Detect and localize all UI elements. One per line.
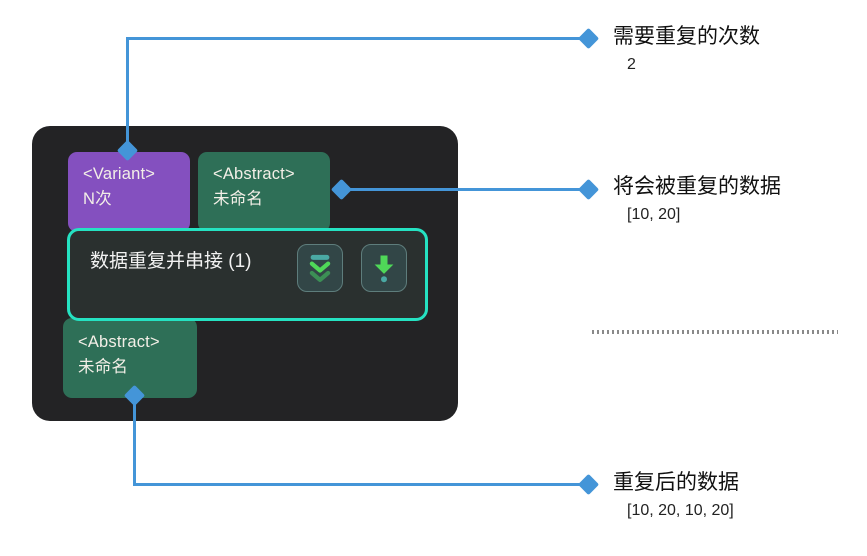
arrow-down-dot-icon [369,252,399,284]
annotation-title: 将会被重复的数据 [613,175,781,198]
collapse-node-button[interactable] [297,244,343,292]
annotation-repeat-count: 需要重复的次数 2 [613,25,760,74]
connector-line-repeat-count-horizontal [126,37,584,40]
port-type-label: <Abstract> [78,333,160,351]
annotation-value: [10, 20] [627,206,681,223]
port-type-label: <Variant> [83,165,156,183]
input-port-repeat-count[interactable]: <Variant> N次 [68,152,190,232]
diamond-marker-annotation-input-data [577,178,600,201]
port-name-label: N次 [83,190,112,208]
annotation-output-data: 重复后的数据 [10, 20, 10, 20] [613,471,739,520]
output-port-data[interactable]: <Abstract> 未命名 [63,318,197,398]
connector-line-repeat-count-vertical [126,38,129,148]
annotation-value: [10, 20, 10, 20] [627,502,734,519]
node-body-repeat-concat[interactable]: 数据重复并串接 (1) [67,228,428,321]
port-name-label: 未命名 [213,190,264,208]
port-type-label: <Abstract> [213,165,295,183]
extract-output-button[interactable] [361,244,407,292]
connector-line-output-data-vertical [133,394,136,486]
node-title: 数据重复并串接 (1) [90,251,252,272]
port-name-label: 未命名 [78,358,129,376]
annotation-value: 2 [627,56,636,73]
diamond-marker-annotation-repeat-count [577,27,600,50]
connector-line-input-data [342,188,582,191]
double-chevron-down-icon [305,252,335,284]
diamond-marker-annotation-output-data [577,473,600,496]
annotation-title: 重复后的数据 [613,471,739,494]
annotation-input-data: 将会被重复的数据 [10, 20] [613,175,781,224]
dotted-separator-line [592,330,838,334]
connector-line-output-data-horizontal [133,483,584,486]
annotation-title: 需要重复的次数 [613,25,760,48]
input-port-data[interactable]: <Abstract> 未命名 [198,152,330,232]
